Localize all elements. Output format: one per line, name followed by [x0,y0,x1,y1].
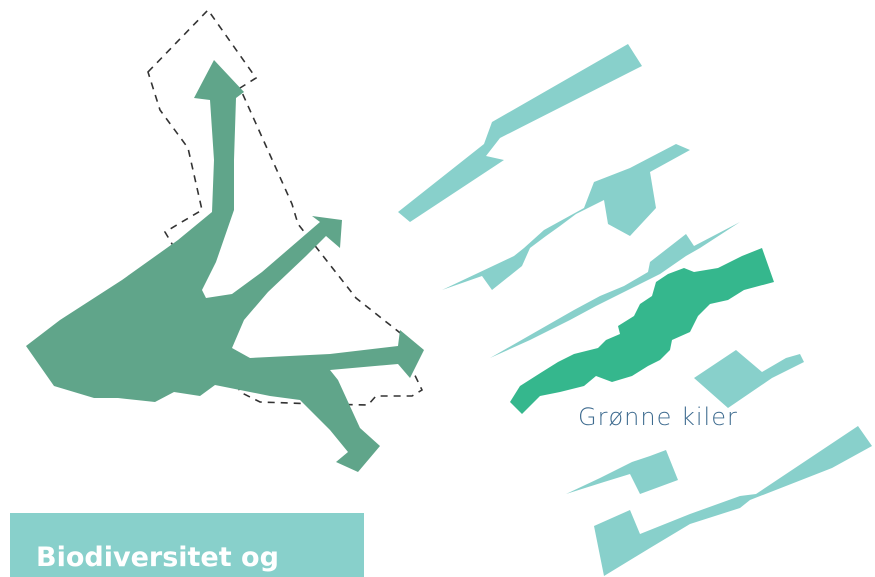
biodiversity-heading: Biodiversitet og [36,544,279,571]
main-green-wedge-shape [26,60,424,472]
green-strip-5 [566,450,678,494]
green-wedges-label: Grønne kiler [578,403,738,431]
green-strip-6 [594,426,872,576]
green-strip-4 [694,350,804,408]
